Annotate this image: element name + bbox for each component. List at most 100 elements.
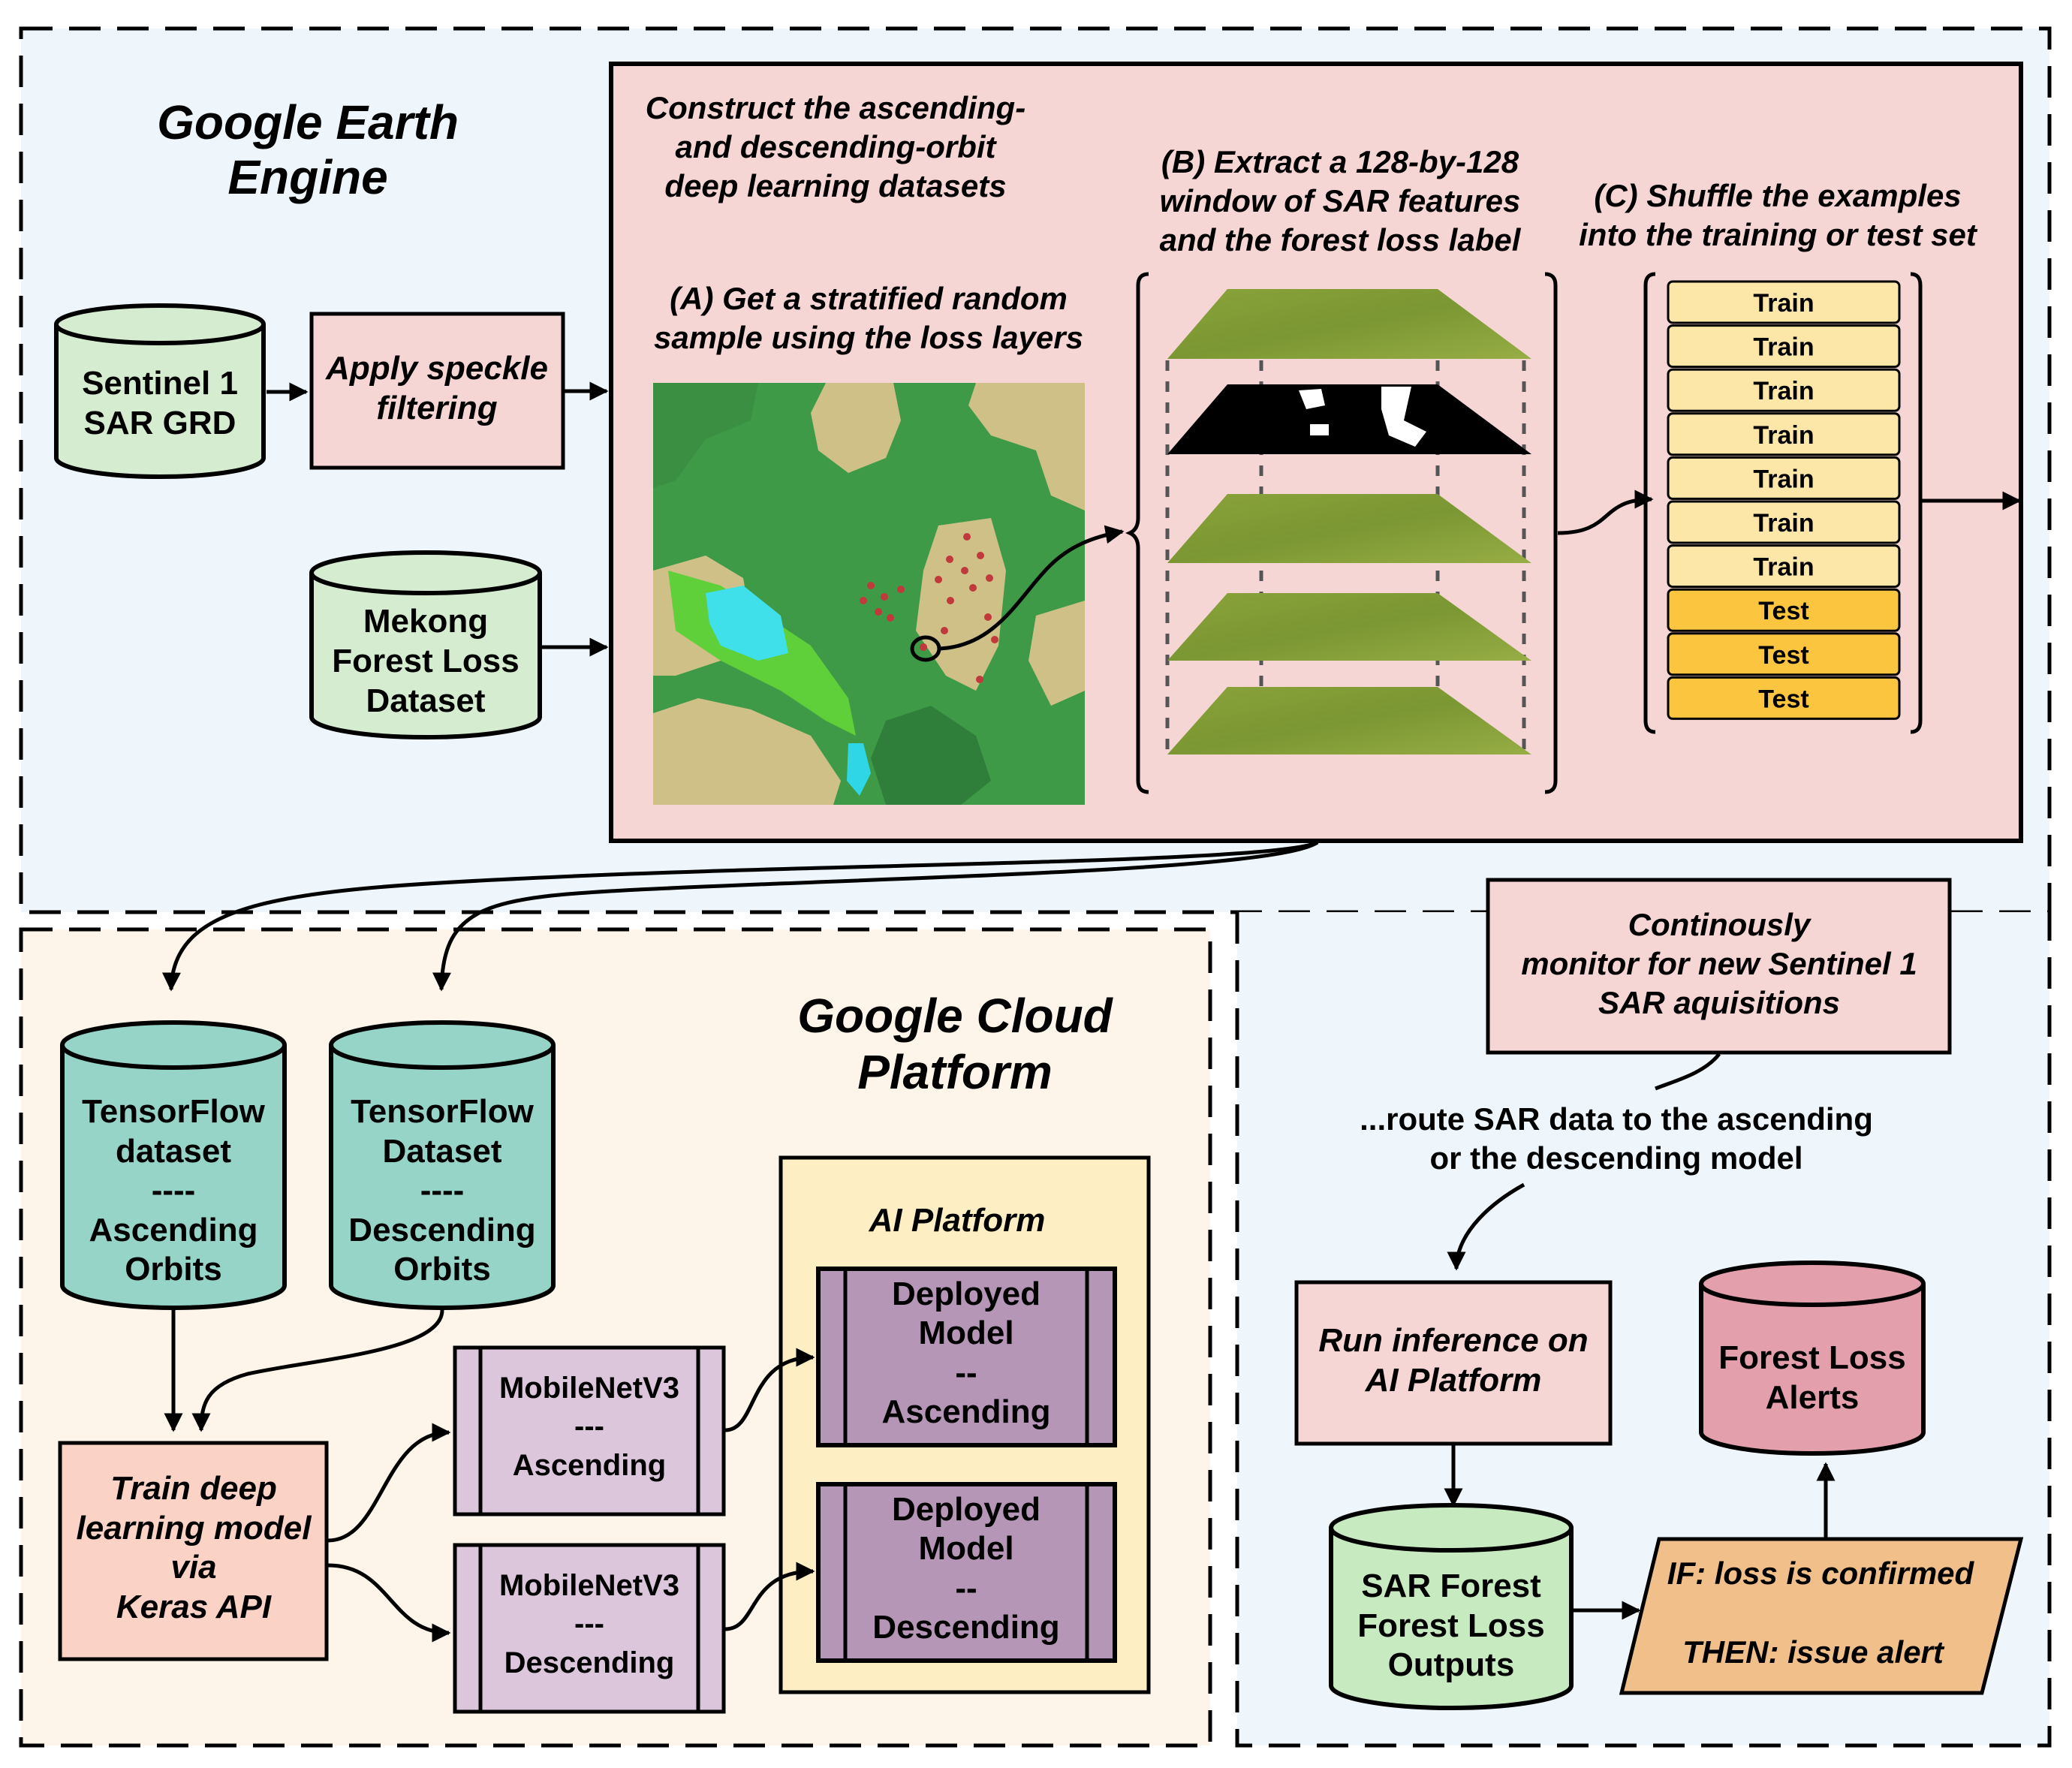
inference-box: Run inference on AI Platform — [1294, 1280, 1613, 1446]
construct-heading-3: deep learning datasets — [664, 168, 1006, 203]
tf-asc-label-1: TensorFlow — [82, 1093, 265, 1130]
speckle-label-2: filtering — [376, 390, 497, 426]
mn-desc-label-1: MobileNetV3 — [499, 1569, 679, 1602]
gcp-title-line1: Google Cloud — [797, 989, 1113, 1043]
monitor-box: Continously monitor for new Sentinel 1 S… — [1486, 878, 1952, 1055]
test-row-label: Test — [1758, 597, 1808, 625]
deployed-ascending-box: Deployed Model -- Ascending — [816, 1267, 1117, 1447]
tf-desc-label-3: ---- — [420, 1172, 465, 1209]
ai-platform-title: AI Platform — [869, 1202, 1046, 1239]
mekong-label-2: Forest Loss — [332, 643, 519, 679]
tf-desc-label-4: Descending — [348, 1212, 535, 1248]
tf-ascending-cylinder: TensorFlow dataset ---- Ascending Orbits — [60, 1020, 287, 1310]
monitor-label-1: Continously — [1628, 907, 1812, 942]
tf-desc-label-2: Dataset — [383, 1133, 502, 1170]
split-bracket-left — [1643, 272, 1656, 734]
tf-descending-cylinder: TensorFlow Dataset ---- Descending Orbit… — [329, 1020, 556, 1310]
mobilenet-ascending-box: MobileNetV3 --- Ascending — [453, 1345, 726, 1517]
arrow-tf-desc-train — [191, 1309, 444, 1432]
route-label-2: or the descending model — [1429, 1140, 1802, 1176]
step-a-line2: sample using the loss layers — [654, 320, 1083, 355]
sar-layer-2 — [1167, 494, 1531, 563]
gee-title-line2: Engine — [227, 150, 387, 204]
arrow-mn-asc-deployed — [724, 1348, 815, 1432]
arrow-window-shuffle — [1557, 489, 1654, 535]
speckle-label-1: Apply speckle — [325, 350, 548, 387]
gcp-title-line2: Platform — [857, 1045, 1053, 1099]
mobilenet-descending-box: MobileNetV3 --- Descending — [453, 1543, 726, 1714]
train-row — [1667, 324, 1901, 369]
mn-desc-label-3: Descending — [504, 1646, 675, 1679]
monitor-label-2: monitor for new Sentinel 1 — [1521, 946, 1917, 981]
test-row-label: Test — [1758, 641, 1808, 670]
train-row — [1667, 456, 1901, 500]
train-row — [1667, 280, 1901, 324]
dep-desc-label-4: Descending — [872, 1609, 1059, 1646]
alerts-label-2: Alerts — [1766, 1379, 1860, 1416]
outputs-label-3: Outputs — [1388, 1646, 1515, 1683]
test-row — [1667, 676, 1901, 720]
sar-layer-stack — [1165, 289, 1531, 754]
window-bracket-left — [1125, 272, 1149, 794]
mekong-label-3: Dataset — [366, 682, 486, 719]
dep-asc-label-1: Deployed — [892, 1276, 1041, 1312]
outputs-cylinder: SAR Forest Forest Loss Outputs — [1329, 1503, 1574, 1710]
speckle-filter-box: Apply speckle filtering — [309, 312, 565, 470]
mn-asc-label-3: Ascending — [513, 1449, 666, 1482]
loss-label-layer — [1167, 384, 1531, 454]
step-c-line1: (C) Shuffle the examples — [1594, 178, 1961, 213]
arrow-mn-desc-deployed — [724, 1562, 815, 1631]
test-row — [1667, 588, 1901, 632]
arrow-map-window — [939, 525, 1125, 651]
tf-desc-label-1: TensorFlow — [351, 1093, 534, 1130]
step-b-line1: (B) Extract a 128-by-128 — [1161, 144, 1519, 179]
sar-layer-4 — [1167, 687, 1531, 754]
outputs-label-2: Forest Loss — [1357, 1607, 1544, 1644]
train-row — [1667, 544, 1901, 589]
test-row — [1667, 632, 1901, 676]
alerts-label-1: Forest Loss — [1718, 1339, 1905, 1376]
sar-layer-3 — [1167, 593, 1531, 661]
step-b-line2: window of SAR features — [1160, 183, 1521, 218]
rule-label-1: IF: loss is confirmed — [1667, 1556, 1975, 1591]
train-label-3: via — [170, 1549, 216, 1586]
sentinel-label-1: Sentinel 1 — [82, 365, 238, 402]
loss-map-image — [653, 383, 1085, 805]
connector-monitor-route — [1655, 1053, 1721, 1091]
deployed-descending-box: Deployed Model -- Descending — [816, 1482, 1117, 1663]
tf-asc-label-2: dataset — [116, 1133, 231, 1170]
construct-heading-1: Construct the ascending- — [646, 90, 1025, 125]
sentinel-cylinder: Sentinel 1 SAR GRD — [54, 303, 266, 479]
train-row-label: Train — [1753, 421, 1814, 450]
mn-asc-label-1: MobileNetV3 — [499, 1372, 679, 1405]
gee-title-line1: Google Earth — [157, 95, 459, 149]
window-bracket-right — [1544, 272, 1558, 794]
inference-label-1: Run inference on — [1318, 1322, 1588, 1359]
route-label-1: ...route SAR data to the ascending — [1360, 1101, 1873, 1137]
mekong-cylinder: Mekong Forest Loss Dataset — [309, 550, 542, 739]
split-bracket-right — [1910, 272, 1923, 734]
train-label-4: Keras API — [116, 1589, 272, 1625]
alerts-cylinder: Forest Loss Alerts — [1699, 1260, 1926, 1456]
dep-asc-label-2: Model — [918, 1315, 1013, 1351]
train-model-box: Train deep learning model via Keras API — [58, 1441, 329, 1661]
arrow-train-mn-desc — [327, 1563, 451, 1643]
tf-asc-label-4: Ascending — [89, 1212, 258, 1248]
train-row — [1667, 368, 1901, 412]
sar-layer-1 — [1167, 289, 1531, 359]
dep-asc-label-4: Ascending — [882, 1393, 1051, 1430]
mn-asc-label-2: --- — [574, 1410, 604, 1443]
arrow-route-inference — [1447, 1182, 1525, 1271]
dep-asc-label-3: -- — [955, 1354, 977, 1391]
train-row-label: Train — [1753, 289, 1814, 318]
outputs-label-1: SAR Forest — [1361, 1568, 1541, 1604]
train-label-1: Train deep — [110, 1470, 277, 1507]
monitor-label-3: SAR aquisitions — [1598, 985, 1840, 1020]
dep-desc-label-1: Deployed — [892, 1491, 1041, 1528]
train-test-split-list: TrainTrainTrainTrainTrainTrainTrainTestT… — [1667, 280, 1901, 720]
arrow-construct-tf-desc — [432, 840, 1319, 992]
train-row-label: Train — [1753, 333, 1814, 362]
mn-desc-label-2: --- — [574, 1607, 604, 1640]
train-row-label: Train — [1753, 465, 1814, 493]
